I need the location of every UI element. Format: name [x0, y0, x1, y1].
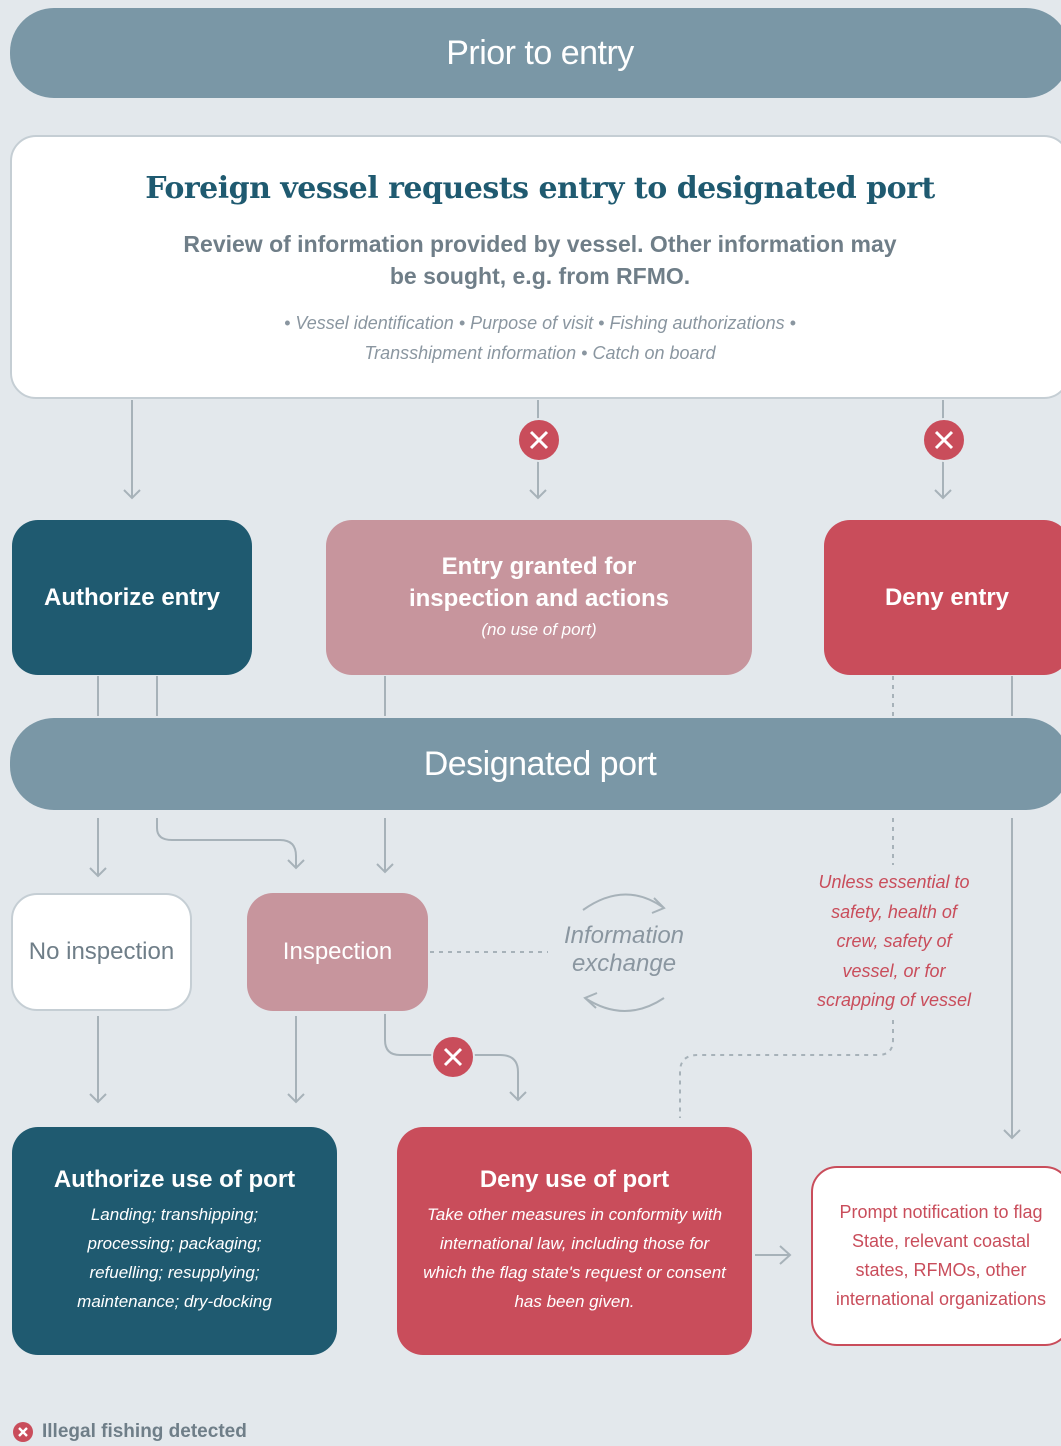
authorize-use-note: Landing; transhipping; processing; packa…: [77, 1205, 272, 1311]
notification-label: Prompt notification to flag State, relev…: [835, 1202, 1047, 1309]
entry-granted-note: (no use of port): [481, 620, 597, 639]
information-exchange-label: Information exchange: [563, 922, 685, 977]
deny-entry-box: Deny entry: [824, 520, 1061, 675]
no-inspection-box: No inspection: [11, 893, 192, 1011]
deny-use-label: Deny use of port: [479, 1166, 670, 1193]
illegal-fishing-icon: [517, 418, 561, 462]
deny-use-box: Deny use of port Take other measures in …: [397, 1127, 752, 1355]
request-subtitle: Review of information provided by vessel…: [183, 231, 897, 289]
authorize-use-label: Authorize use of port: [53, 1166, 296, 1193]
authorize-entry-box: Authorize entry: [12, 520, 252, 675]
notification-box: Prompt notification to flag State, relev…: [811, 1166, 1061, 1346]
request-box: Foreign vessel requests entry to designa…: [10, 135, 1061, 399]
illegal-fishing-icon: [431, 1035, 475, 1079]
illegal-fishing-icon: [13, 1422, 33, 1442]
request-items: • Vessel identification • Purpose of vis…: [284, 313, 796, 363]
entry-granted-label: Entry granted for inspection and actions: [408, 553, 670, 612]
request-title: Foreign vessel requests entry to designa…: [145, 171, 935, 206]
banner-port-label: Designated port: [423, 744, 657, 783]
authorize-entry-label: Authorize entry: [43, 583, 220, 611]
entry-granted-box: Entry granted for inspection and actions…: [326, 520, 752, 675]
banner-designated-port: Designated port: [10, 718, 1061, 810]
legend: Illegal fishing detected: [12, 1418, 247, 1446]
inspection-label: Inspection: [282, 938, 393, 965]
authorize-use-box: Authorize use of port Landing; transhipp…: [12, 1127, 337, 1355]
legend-label: Illegal fishing detected: [42, 1421, 247, 1442]
deny-entry-label: Deny entry: [884, 583, 1010, 611]
banner-prior-label: Prior to entry: [446, 33, 634, 72]
inspection-box: Inspection: [247, 893, 428, 1011]
banner-prior-to-entry: Prior to entry: [10, 8, 1061, 98]
illegal-fishing-icon: [922, 418, 966, 462]
unless-essential-note: Unless essential to safety, health of cr…: [816, 872, 972, 1010]
no-inspection-label: No inspection: [28, 938, 175, 965]
deny-use-note: Take other measures in conformity with i…: [423, 1205, 726, 1311]
